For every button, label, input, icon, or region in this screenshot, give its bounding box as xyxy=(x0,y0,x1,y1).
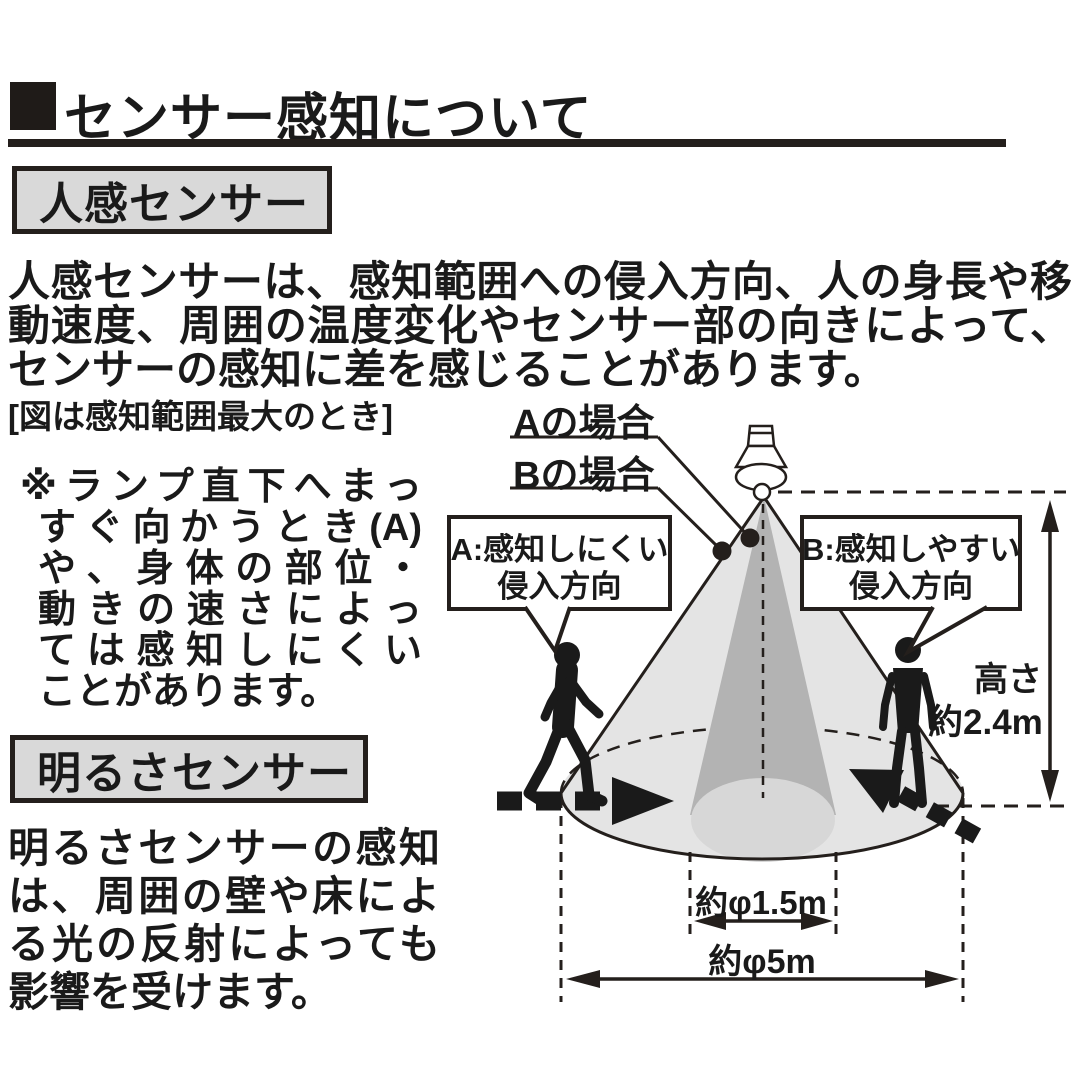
page-title: センサー感知について xyxy=(64,90,593,148)
callout-a-box xyxy=(447,515,672,656)
light-spot-ellipse xyxy=(691,778,835,862)
brightness-body-line-3: る光の反射によっても xyxy=(8,921,440,967)
callout-a-line-1: A:感知しにくい xyxy=(450,532,669,567)
callout-b-line-2: 侵入方向 xyxy=(849,569,973,604)
height-label-line-1: 高さ xyxy=(974,661,1042,699)
motion-sensor-label: 人感センサー xyxy=(39,180,309,229)
section-bullet-square xyxy=(10,82,56,130)
height-label-line-2: 約2.4m xyxy=(928,703,1043,742)
height-dimension-arrow xyxy=(1041,500,1059,802)
header-rule xyxy=(8,139,1006,147)
brightness-body-line-1: 明るさセンサーの感知 xyxy=(8,825,440,871)
brightness-body-line-2: は、周囲の壁や床によ xyxy=(8,873,440,919)
detection-cone xyxy=(559,496,965,862)
callout-a-tail xyxy=(523,605,572,656)
case-b-point xyxy=(712,541,732,561)
case-b-label: Bの場合 xyxy=(513,455,655,497)
outer-diameter-label: 約φ5m xyxy=(708,943,816,981)
person-a-silhouette xyxy=(523,642,608,808)
note-line-1: ※ランプ直下へまっ xyxy=(20,466,422,508)
brightness-body-line-4: 影響を受けます。 xyxy=(8,969,332,1015)
motion-body-line-1: 人感センサーは、感知範囲への侵入方向、人の身長や移 xyxy=(8,258,1072,305)
callout-b-line-1: B:感知しやすい xyxy=(802,532,1021,567)
motion-body-line-2: 動速度、周囲の温度変化やセンサー部の向きによって、 xyxy=(8,302,1072,349)
callout-b-tail xyxy=(902,605,988,658)
inner-diameter-arrow xyxy=(694,912,833,930)
lamp-icon xyxy=(733,424,789,502)
outer-diameter-arrow xyxy=(566,970,959,988)
note-line-4: 動きの速さによっ xyxy=(38,589,422,631)
callout-b-box xyxy=(800,515,1022,658)
brightness-sensor-label: 明るさセンサー xyxy=(37,749,352,798)
note-line-6: ことがあります。 xyxy=(38,671,339,713)
note-line-3: や、身体の部位・ xyxy=(38,548,422,590)
movement-arrow-b xyxy=(849,769,982,844)
case-a-point xyxy=(740,528,760,548)
note-line-2: すぐ向かうとき(A) xyxy=(38,507,422,549)
note-line-5: ては感知しにくい xyxy=(38,630,422,672)
motion-body-line-3: センサーの感知に差を感じることがあります。 xyxy=(8,346,886,393)
callout-a-line-2: 侵入方向 xyxy=(497,569,622,604)
case-a-label: Aの場合 xyxy=(513,403,655,445)
motion-sensor-label-box: 人感センサー xyxy=(12,166,332,234)
brightness-sensor-label-box: 明るさセンサー xyxy=(10,735,368,803)
figure-caption: [図は感知範囲最大のとき] xyxy=(8,398,393,435)
case-leader-lines xyxy=(510,435,760,561)
diameter-guide-lines xyxy=(559,798,965,1002)
inner-diameter-label: 約φ1.5m xyxy=(695,884,827,921)
